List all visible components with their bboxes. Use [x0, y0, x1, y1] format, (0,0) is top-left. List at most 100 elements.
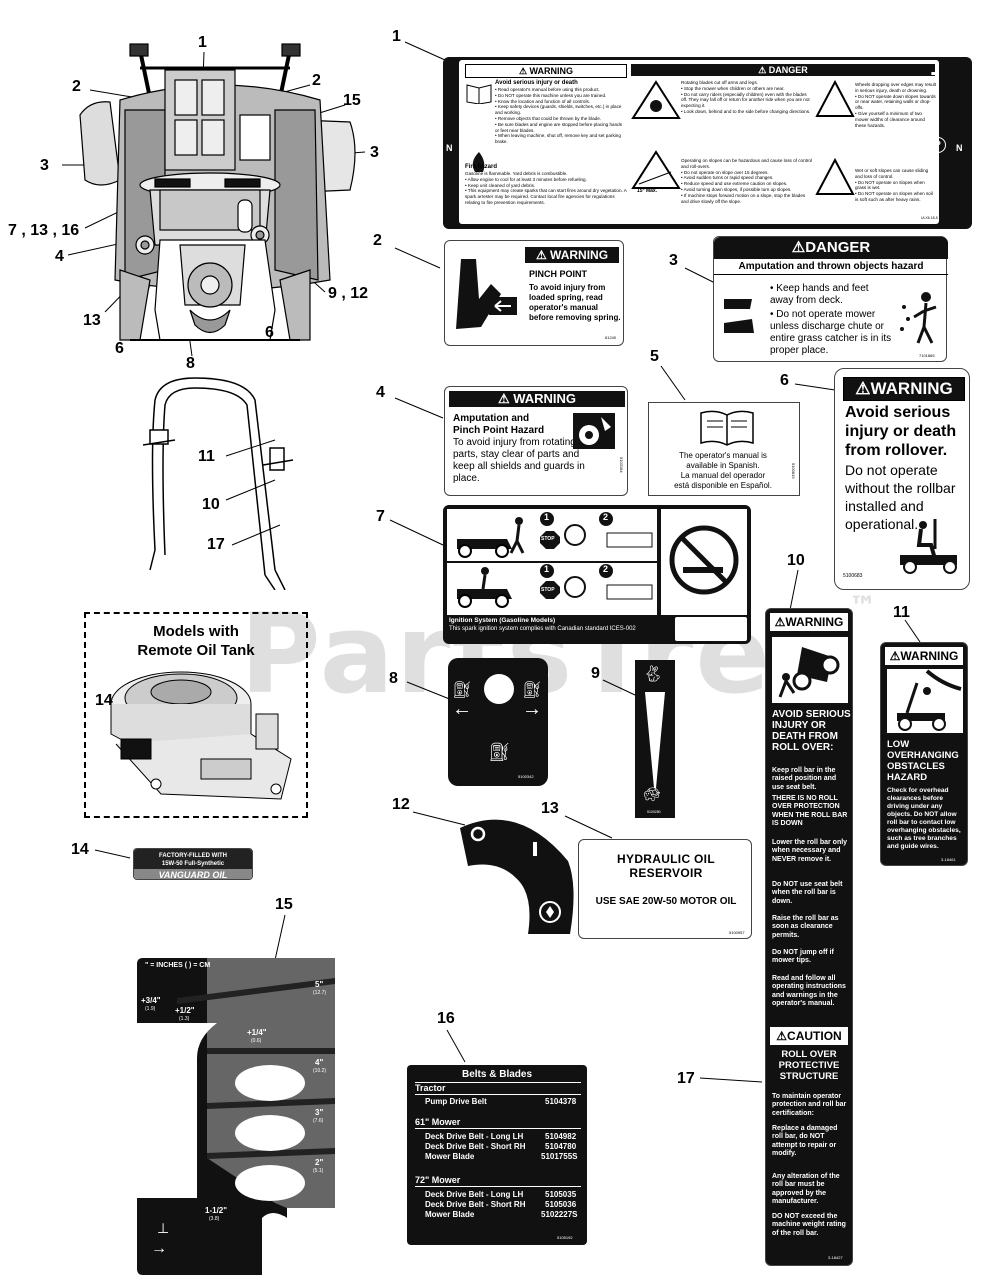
callout-13: 13	[541, 800, 559, 817]
decal6-title: Avoid serious injury or death from rollo…	[845, 404, 957, 459]
decal16-section-tractor: Tractor	[415, 1083, 446, 1093]
fuel-pump-right-icon: ⛽︎	[522, 682, 543, 699]
callout-8: 8	[389, 670, 398, 687]
decal16-r1-label: Pump Drive Belt	[425, 1097, 487, 1106]
decal3-danger-header: ⚠DANGER	[714, 237, 948, 259]
decal13-text: USE SAE 20W-50 MOTOR OIL	[595, 896, 737, 907]
decal13-title: HYDRAULIC OIL RESERVOIR	[617, 852, 715, 880]
gauge-h2: +1/2"	[175, 1006, 195, 1015]
callout-14: 14	[95, 692, 113, 709]
decal-14-vanguard-oil: FACTORY-FILLED WITH 15W-50 Full-Syntheti…	[133, 848, 253, 880]
decal1-fire-text: Gasoline is flammable. Yard debris is co…	[465, 171, 627, 205]
decal6-code: 5100683	[843, 573, 863, 579]
gauge-h6: 3"	[315, 1108, 324, 1117]
selector-hole	[484, 674, 514, 704]
gauge-units: " = INCHES ( ) = CM	[145, 962, 211, 969]
decal6-text: Do not operate without the rollbar insta…	[845, 462, 956, 532]
hand-pinch-icon	[451, 249, 521, 337]
callout-3: 3	[40, 157, 49, 174]
decal16-r2-label: Deck Drive Belt - Long LH	[425, 1132, 524, 1141]
decal11-text: Check for overhead clearances before dri…	[887, 787, 961, 850]
decal-6-rollover-warning: ⚠WARNING Avoid serious injury or death f…	[834, 368, 970, 590]
callout-6: 6	[115, 340, 124, 357]
callout-10: 10	[202, 496, 220, 513]
callout-13: 13	[83, 312, 101, 329]
callout-4: 4	[376, 384, 385, 401]
decal10-p2: THERE IS NO ROLL OVER PROTECTION WHEN TH…	[772, 795, 848, 827]
callout-1: 1	[392, 28, 401, 45]
gauge-h7cm: (5.1)	[313, 1168, 324, 1174]
decal17-c2: Replace a damaged roll bar, do NOT attem…	[772, 1125, 838, 1157]
callout-3: 3	[370, 144, 379, 161]
decal-5-spanish-manual: The operator's manual is available in Sp…	[648, 402, 800, 496]
rollover-tractor-icon	[778, 647, 840, 698]
decal16-r4-value: 5101755S	[541, 1152, 578, 1161]
decal11-title: LOW OVERHANGING OBSTACLES HAZARD	[887, 739, 959, 783]
decal16-r5-value: 5105035	[545, 1190, 577, 1199]
decal17-c4: DO NOT exceed the machine weight rating …	[772, 1213, 846, 1237]
turtle-icon: 🐢︎	[643, 786, 661, 802]
decal-9-throttle: 🐇︎ 🐢︎ 5100280	[635, 660, 675, 818]
decal1-slope-text: Operating on slopes can be hazardous and…	[681, 158, 813, 204]
lock-open-icon: 🔓︎	[931, 67, 938, 78]
callout-4: 4	[55, 248, 64, 265]
callout-8: 8	[186, 355, 195, 372]
decal7-step2-top: 2	[603, 512, 609, 522]
decal14-brand: VANGUARD OIL	[134, 869, 252, 879]
decal1-danger-header: ⚠ DANGER	[631, 64, 935, 76]
decal10-p5: Raise the roll bar as soon as clearance …	[772, 915, 839, 939]
decal4-text: To avoid injury from rotating parts, sta…	[453, 437, 585, 484]
callout-14: 14	[71, 841, 89, 858]
gauge-h1: +3/4"	[141, 996, 161, 1005]
decal-2-pinch-point: ⚠ WARNING PINCH POINT To avoid injury fr…	[444, 240, 624, 346]
decal10-p1: Keep roll bar in the raised position and…	[772, 767, 837, 791]
decal7-stop-bottom: STOP	[541, 587, 555, 593]
gauge-h6cm: (7.6)	[313, 1118, 324, 1124]
oil-tank-illustration	[110, 671, 292, 800]
arrow-right-icon: →	[522, 698, 542, 720]
decal7-acn: ACN 006 576 656	[695, 634, 727, 639]
decal-4-amputation-pinch: ⚠ WARNING Amputation and Pinch Point Haz…	[444, 386, 628, 496]
decal-1-safety-panel: ⚠ WARNING ⚠ DANGER Avoid serious injury …	[443, 57, 972, 229]
decal7-ignition-title: Ignition System (Gasoline Models)	[449, 617, 556, 624]
operation-steps-illustration	[447, 512, 657, 608]
decal17-c1: To maintain operator protection and roll…	[772, 1093, 847, 1117]
decal1-col2-text: Rotating blades cut off arms and legs. •…	[681, 80, 811, 114]
decal16-r4-label: Mower Blade	[425, 1152, 475, 1161]
decal10-warning-header: ⚠WARNING	[770, 613, 848, 631]
c-tick-icon: ✓	[703, 617, 717, 634]
decal2-warning-header: ⚠ WARNING	[525, 247, 619, 263]
decal-3-danger-amputation: ⚠DANGER Amputation and thrown objects ha…	[713, 236, 948, 362]
callout-17: 17	[677, 1070, 695, 1087]
decal-13-hydraulic-oil: HYDRAULIC OIL RESERVOIR USE SAE 20W-50 M…	[578, 839, 752, 939]
gauge-h1cm: (1.9)	[145, 1006, 156, 1012]
decal5-line1: The operator's manual is	[679, 451, 767, 460]
decal16-r7-value: 5102227S	[541, 1210, 578, 1219]
decal5-line2: available in Spanish.	[686, 461, 760, 470]
callout-7-13-16: 7 , 13 , 16	[8, 222, 80, 239]
decal16-r3-value: 5104780	[545, 1142, 577, 1151]
decal5-code: 5100819	[791, 463, 796, 479]
gauge-h3: +1/4"	[247, 1028, 267, 1037]
decal16-r6-value: 5105036	[545, 1200, 577, 1209]
callout-2: 2	[312, 72, 321, 89]
gauge-h8cm: (3.8)	[209, 1216, 220, 1222]
callout-2: 2	[373, 232, 382, 249]
decal14-line2: 15W-50 Full-Synthetic	[161, 861, 225, 867]
decal1-col3-text: Wheels dropping over edges may result in…	[855, 82, 936, 128]
decal16-section-61: 61" Mower	[415, 1117, 461, 1127]
decal16-r2-value: 5104982	[545, 1132, 577, 1141]
decal2-code: 61240	[605, 335, 617, 340]
no-riders-icon	[669, 525, 739, 595]
hand-foot-deck-icon	[724, 299, 754, 333]
decal16-r3-label: Deck Drive Belt - Short RH	[425, 1142, 526, 1151]
decal10-p3: Lower the roll bar only when necessary a…	[772, 839, 848, 863]
gauge-h3cm: (0.6)	[251, 1038, 262, 1044]
wet-slope-icon	[815, 158, 855, 195]
arrow-left-icon: ←	[452, 698, 472, 720]
decal7-ignition-text: This spark ignition system complies with…	[449, 626, 636, 632]
gauge-h2cm: (1.3)	[179, 1016, 190, 1022]
roll-bar-view	[142, 377, 294, 590]
callout-9: 9	[591, 665, 600, 682]
overhead-branch-icon	[897, 669, 962, 731]
